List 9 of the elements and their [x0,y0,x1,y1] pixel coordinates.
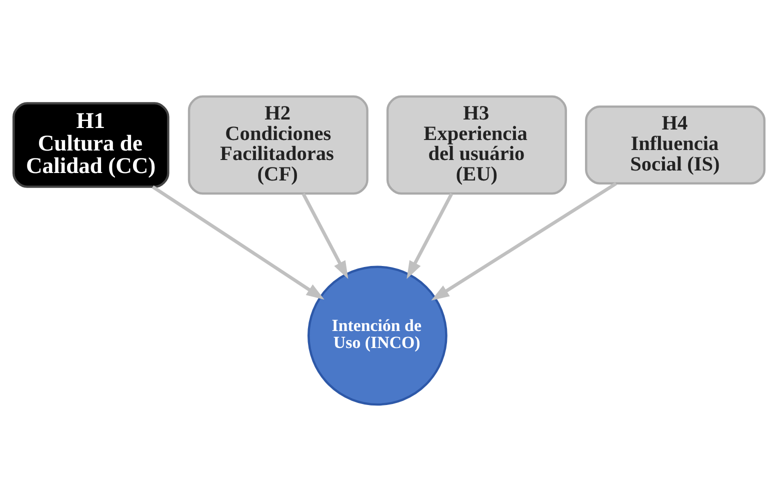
node-box: H3 Experiencia del usuário (EU) [386,95,567,195]
node-circle: Intención de Uso (INCO) [308,266,448,406]
node-box: H1 Cultura de Calidad (CC) [12,102,170,188]
arrow [302,192,348,280]
arrow [431,182,617,301]
node-box: H2 Condiciones Facilitadoras (CF) [188,95,368,195]
node-box: H4 Influencia Social (IS) [585,106,766,184]
arrow [152,185,324,300]
arrow [406,192,454,280]
